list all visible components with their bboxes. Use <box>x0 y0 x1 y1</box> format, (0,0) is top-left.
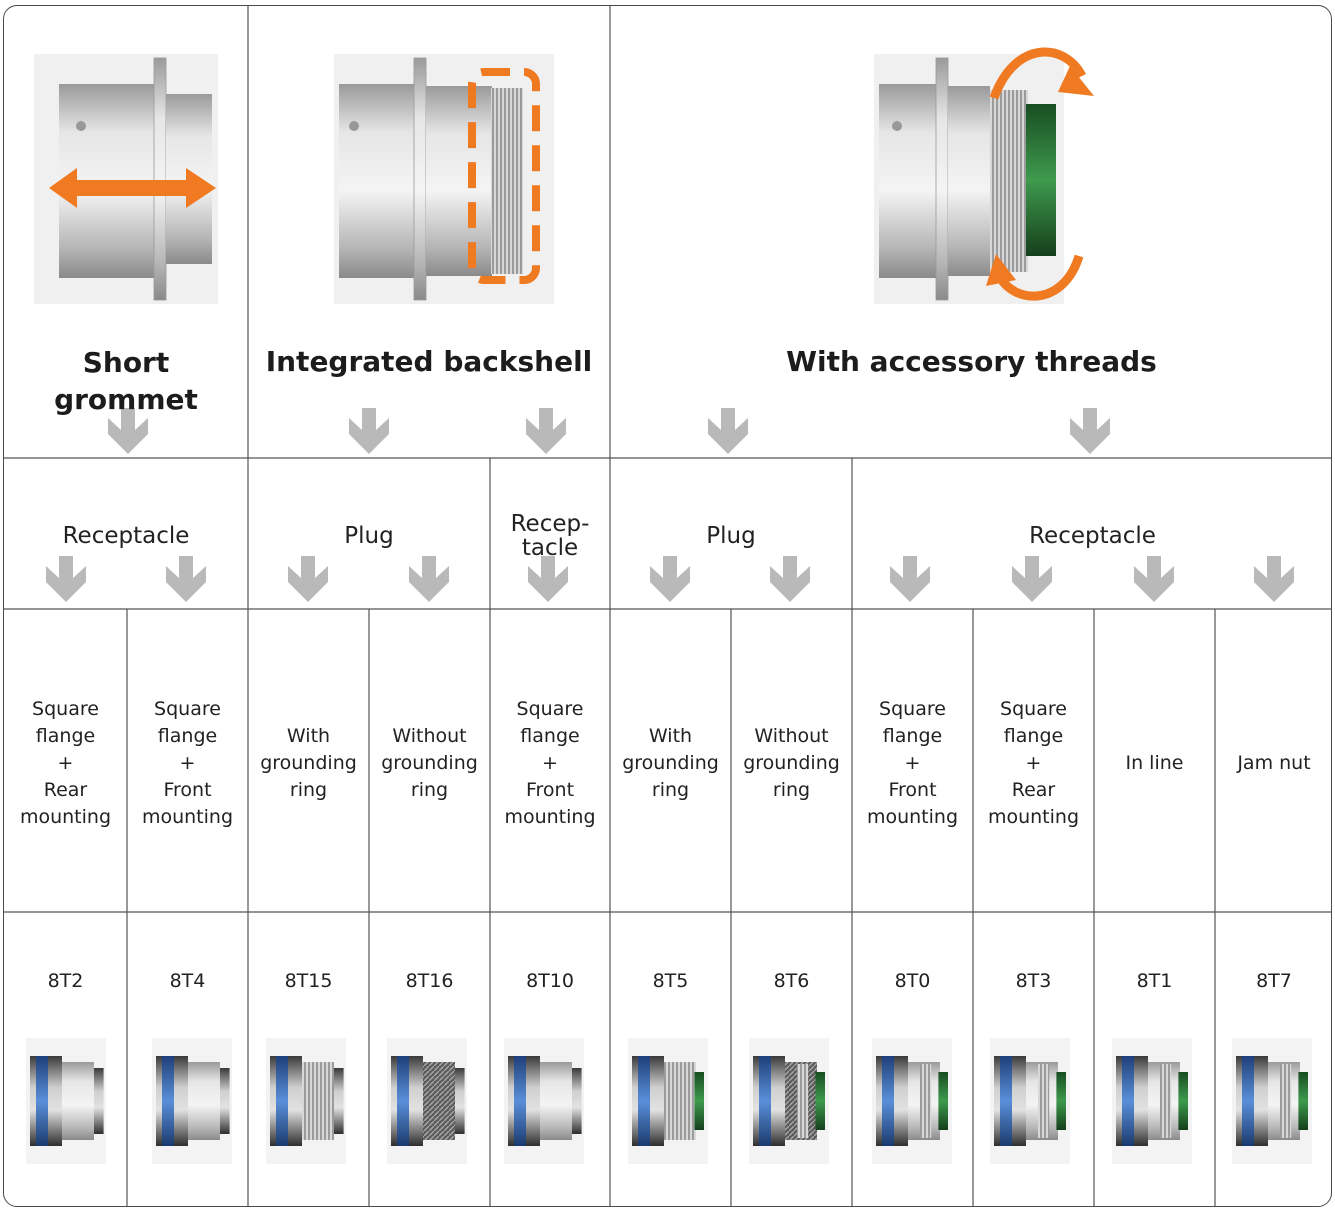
down-arrow-icon <box>166 556 206 602</box>
type-receptacle-threads: Receptacle <box>1029 523 1156 549</box>
part-code: 8T2 <box>47 969 84 992</box>
connector-thumbnail <box>1232 1038 1312 1164</box>
connector-thumbnail <box>266 1038 346 1164</box>
part-code: 8T16 <box>405 969 454 992</box>
header-short-grommet: Short grommet <box>54 346 198 416</box>
down-arrow-icon <box>1070 408 1110 454</box>
short-grommet-illustration <box>34 54 218 304</box>
down-arrow-icon <box>349 408 389 454</box>
down-arrow-icon <box>108 408 148 454</box>
down-arrow-icons <box>46 408 1294 602</box>
connector-thumbnail <box>152 1038 232 1164</box>
connector-thumbnail <box>990 1038 1070 1164</box>
connector-thumbnail <box>504 1038 584 1164</box>
part-code: 8T6 <box>773 969 810 992</box>
connector-thumbnails <box>26 1038 1312 1164</box>
down-arrow-icon <box>526 408 566 454</box>
header-accessory-threads: With accessory threads <box>786 344 1157 378</box>
integrated-backshell-illustration <box>334 54 554 304</box>
connector-thumbnail <box>872 1038 952 1164</box>
option-label: With grounding ring <box>622 725 719 801</box>
option-label: Without grounding ring <box>743 725 840 801</box>
option-label: Without grounding ring <box>381 725 478 801</box>
part-code: 8T3 <box>1015 969 1052 992</box>
option-label: Square flange + Front mounting <box>141 698 234 828</box>
down-arrow-icon <box>770 556 810 602</box>
part-code: 8T4 <box>169 969 206 992</box>
connector-thumbnail <box>749 1038 829 1164</box>
type-receptacle-backshell: Recep- tacle <box>510 511 590 561</box>
part-code: 8T5 <box>652 969 689 992</box>
option-label: With grounding ring <box>260 725 357 801</box>
accessory-threads-illustration <box>874 47 1094 304</box>
option-label: Square flange + Front mounting <box>504 698 596 828</box>
connector-selection-table: Short grommet Integrated backshell With … <box>3 5 1332 1207</box>
type-plug-threads: Plug <box>706 523 756 549</box>
type-plug-backshell: Plug <box>344 523 394 549</box>
part-code: 8T15 <box>284 969 333 992</box>
part-code: 8T7 <box>1256 969 1292 992</box>
connector-thumbnail <box>26 1038 106 1164</box>
down-arrow-icon <box>288 556 328 602</box>
option-label: Square flange + Rear mounting <box>19 698 112 828</box>
header-integrated-backshell: Integrated backshell <box>265 344 593 378</box>
down-arrow-icon <box>708 408 748 454</box>
table-graphics <box>4 6 1331 1206</box>
part-code: 8T10 <box>526 969 574 992</box>
part-code: 8T0 <box>894 969 931 992</box>
connector-thumbnail <box>1112 1038 1192 1164</box>
down-arrow-icon <box>528 556 568 602</box>
type-receptacle-short: Receptacle <box>62 523 190 549</box>
connector-thumbnail <box>628 1038 708 1164</box>
down-arrow-icon <box>650 556 690 602</box>
down-arrow-icon <box>1254 556 1294 602</box>
down-arrow-icon <box>1134 556 1174 602</box>
option-label: Jam nut <box>1237 752 1311 774</box>
down-arrow-icon <box>409 556 449 602</box>
part-code: 8T1 <box>1136 969 1173 992</box>
option-label: Square flange + Rear mounting <box>987 698 1080 828</box>
connector-thumbnail <box>387 1038 467 1164</box>
down-arrow-icon <box>1012 556 1052 602</box>
option-label: Square flange + Front mounting <box>866 698 959 828</box>
down-arrow-icon <box>46 556 86 602</box>
option-label: In line <box>1125 752 1184 774</box>
grid-lines <box>4 6 1331 1206</box>
down-arrow-icon <box>890 556 930 602</box>
